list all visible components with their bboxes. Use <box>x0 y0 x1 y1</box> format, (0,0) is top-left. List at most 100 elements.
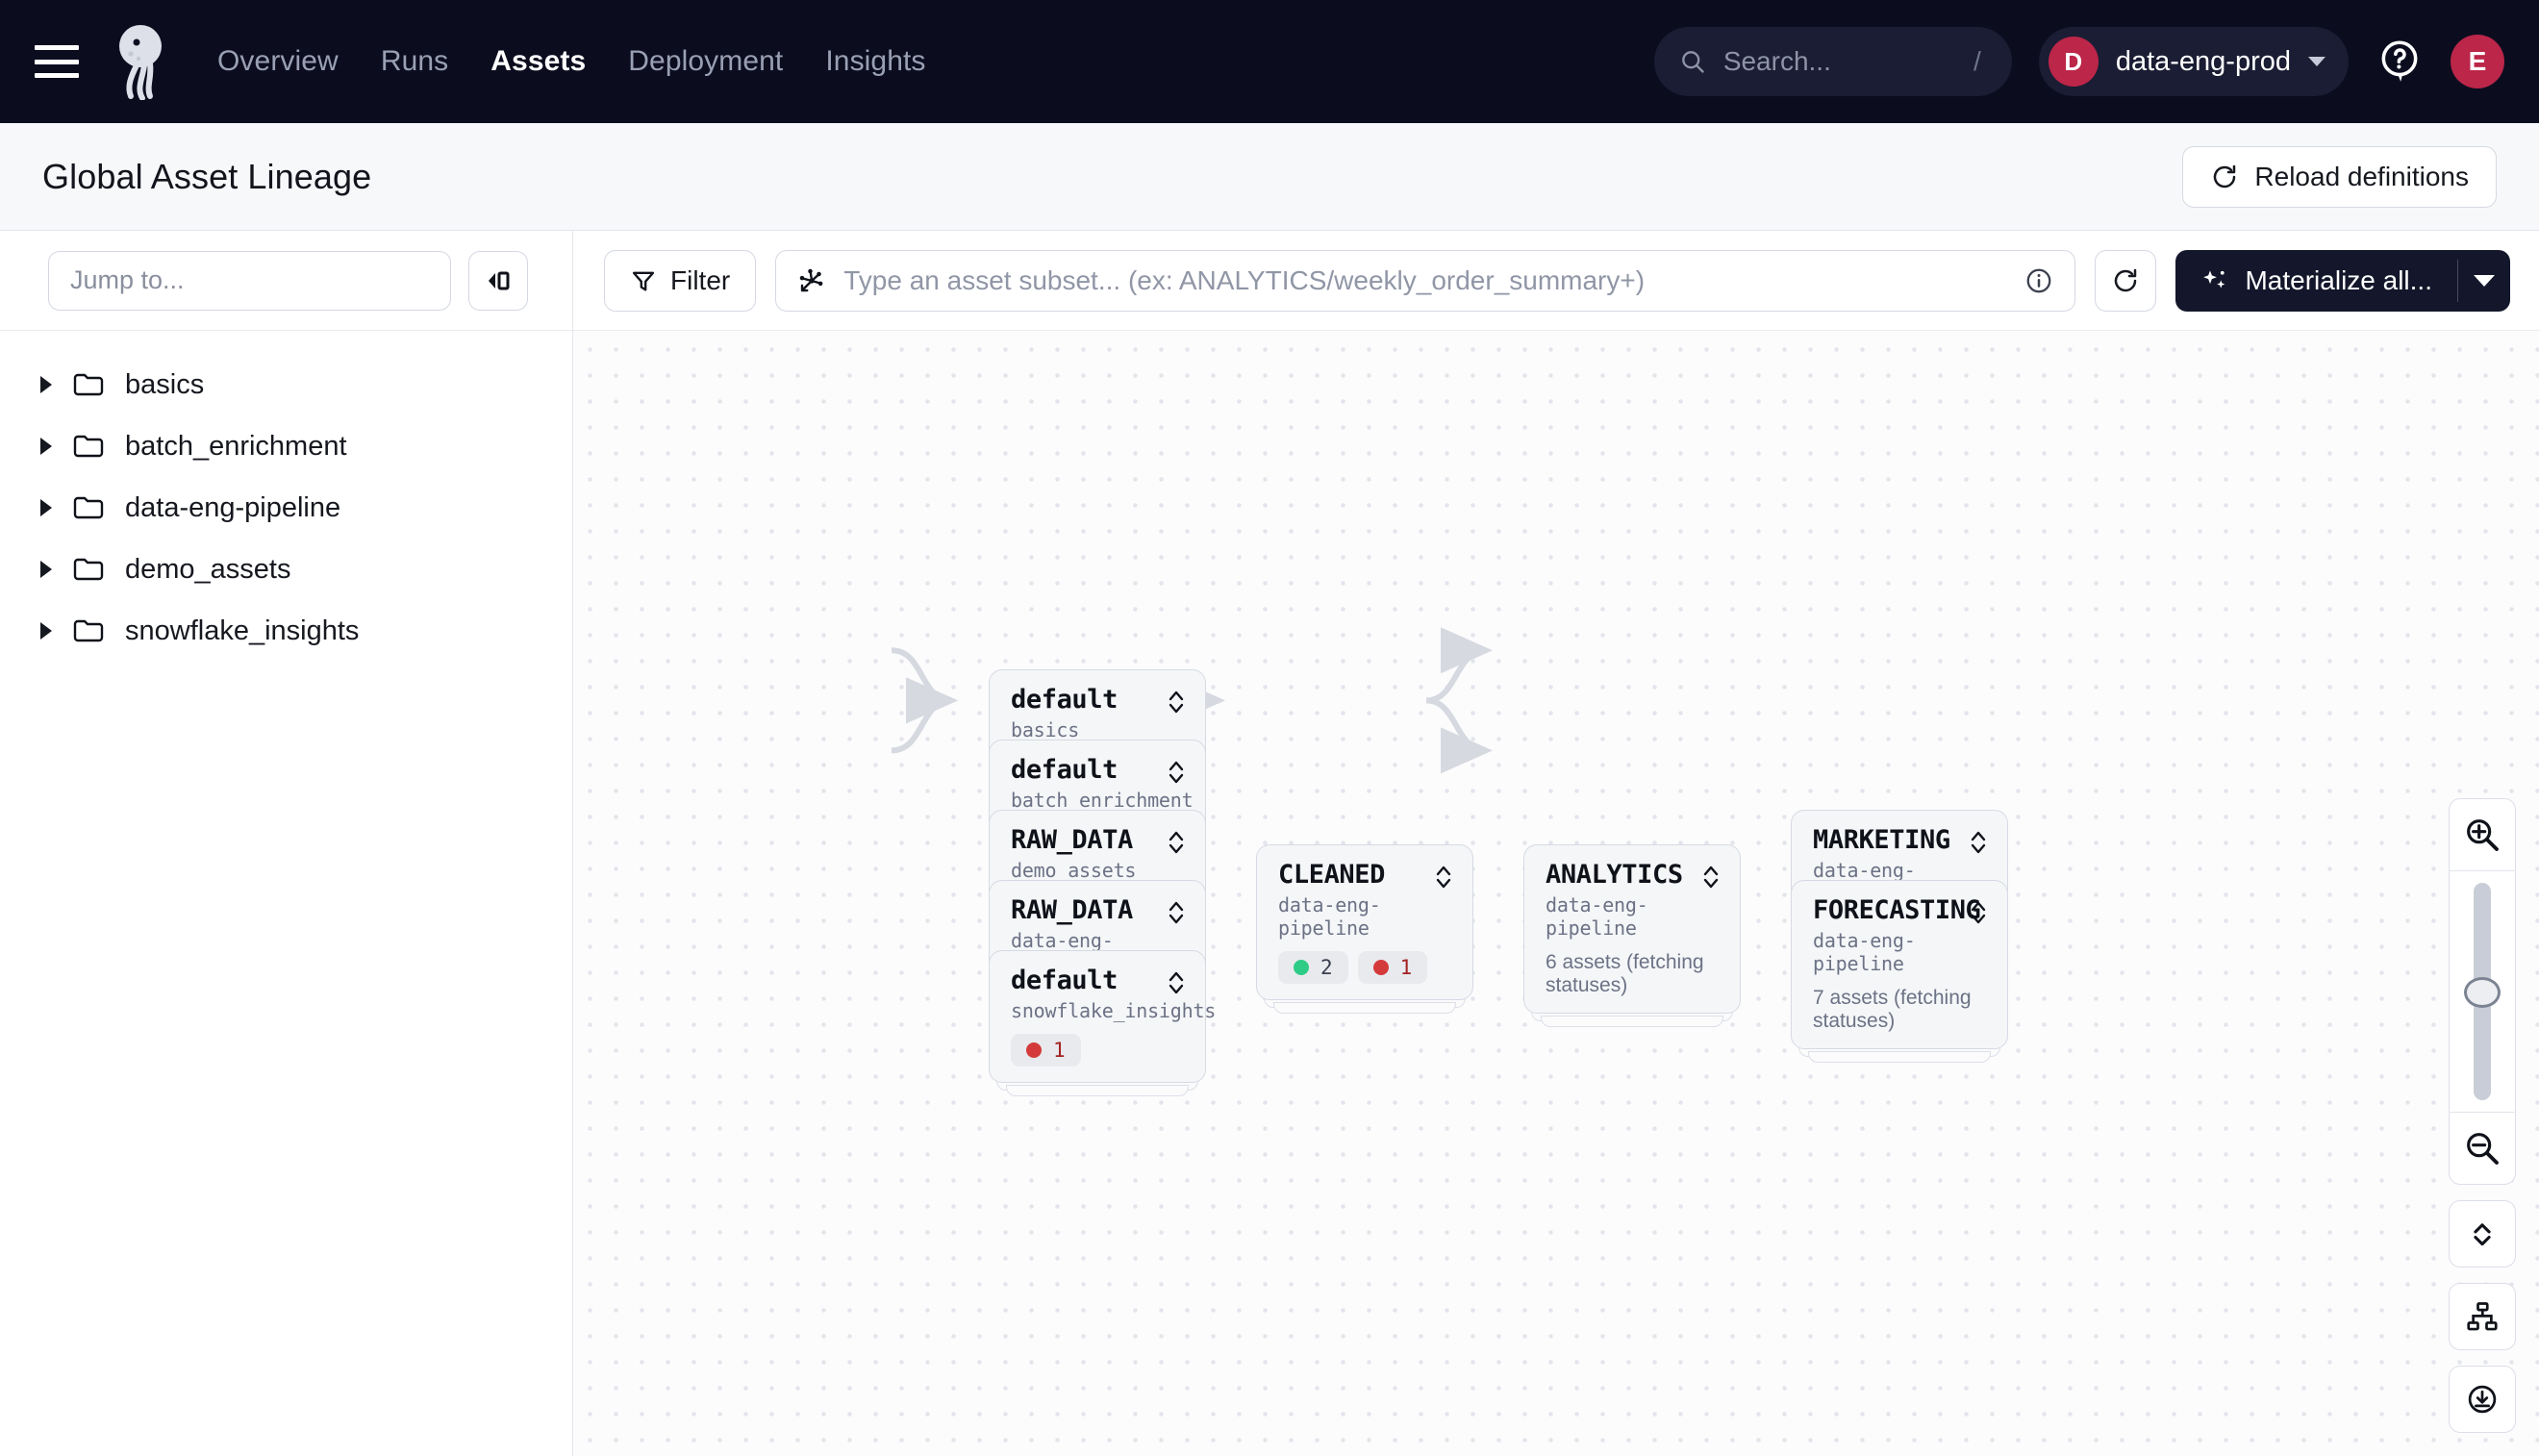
status-dot-failure <box>1372 960 1389 976</box>
expand-collapse-icon[interactable] <box>1167 898 1186 927</box>
reload-definitions-button[interactable]: Reload definitions <box>2182 145 2497 208</box>
asset-group-card[interactable]: default snowflake_insights 1 <box>989 950 1217 1084</box>
materialize-all-button-group[interactable]: Materialize all... <box>2175 249 2510 312</box>
sidebar-item-label: data-eng-pipeline <box>125 491 341 523</box>
search-placeholder: Search... <box>1722 46 1831 76</box>
node-title: CLEANED <box>1278 860 1385 890</box>
zoom-out-button[interactable] <box>2449 1113 2516 1184</box>
status-badge-failure[interactable]: 1 <box>1011 1034 1081 1067</box>
download-icon <box>2468 1385 2497 1414</box>
asset-group-node[interactable]: ANALYTICS data-eng-pipeline 6 assets (fe… <box>1523 844 1741 1028</box>
status-count: 2 <box>1320 956 1333 980</box>
download-graph-button[interactable] <box>2449 1366 2516 1433</box>
collapse-sidebar-button[interactable] <box>468 250 528 311</box>
layout-direction-button[interactable] <box>2449 1283 2516 1350</box>
nav-link-deployment[interactable]: Deployment <box>628 45 784 77</box>
deployment-name: data-eng-prod <box>2115 45 2291 77</box>
zoom-slider-thumb[interactable] <box>2464 977 2501 1008</box>
node-subtitle: snowflake_insights <box>1011 999 1217 1023</box>
folder-icon <box>73 619 104 642</box>
nav-link-insights[interactable]: Insights <box>825 45 926 77</box>
chevron-right-icon[interactable] <box>40 438 52 455</box>
nav-link-overview[interactable]: Overview <box>217 45 339 77</box>
top-nav-right-cluster: Search... / D data-eng-prod E <box>1653 27 2504 96</box>
caret-down-icon <box>2474 274 2495 287</box>
expand-collapse-icon[interactable] <box>1434 863 1453 891</box>
node-sheet <box>1541 1016 1723 1028</box>
folder-icon <box>73 435 104 458</box>
asset-subset-input[interactable]: Type an asset subset... (ex: ANALYTICS/w… <box>775 249 2076 312</box>
asset-group-card[interactable]: ANALYTICS data-eng-pipeline 6 assets (fe… <box>1523 844 1741 1015</box>
node-title: RAW_DATA <box>1011 895 1133 925</box>
expand-collapse-icon[interactable] <box>1167 758 1186 787</box>
node-subtitle: data-eng-pipeline <box>1813 929 1916 976</box>
sidebar-item-snowflake-insights[interactable]: snowflake_insights <box>0 600 572 662</box>
sidebar-item-batch-enrichment[interactable]: batch_enrichment <box>0 415 572 477</box>
chevron-right-icon[interactable] <box>40 561 52 578</box>
lineage-canvas[interactable]: default basics 3 <box>573 331 2539 1456</box>
search-icon <box>1681 51 1704 73</box>
asset-group-node[interactable]: CLEANED data-eng-pipeline 2 1 <box>1256 844 1473 1015</box>
chevron-right-icon[interactable] <box>40 499 52 516</box>
node-subtitle: data-eng-pipeline <box>1278 893 1381 941</box>
refresh-icon <box>2115 268 2137 291</box>
asset-group-node[interactable]: FORECASTING data-eng-pipeline 7 assets (… <box>1791 880 2008 1064</box>
node-subtitle: data-eng-pipeline <box>1546 893 1648 941</box>
expand-collapse-icon[interactable] <box>1969 828 1988 857</box>
user-avatar[interactable]: E <box>2451 35 2504 88</box>
filter-icon <box>632 271 655 290</box>
sidebar-item-data-eng-pipeline[interactable]: data-eng-pipeline <box>0 477 572 539</box>
node-title: default <box>1011 966 1118 995</box>
question-circle-icon[interactable] <box>2376 38 2424 86</box>
asset-group-card[interactable]: CLEANED data-eng-pipeline 2 1 <box>1256 844 1473 1001</box>
nav-links: Overview Runs Assets Deployment Insights <box>217 45 926 78</box>
materialize-dropdown-button[interactable] <box>2458 250 2510 312</box>
status-badge-failure[interactable]: 1 <box>1357 951 1428 985</box>
search-shortcut: / <box>1973 46 1981 76</box>
expand-collapse-icon[interactable] <box>1167 968 1186 997</box>
node-title: default <box>1011 755 1118 785</box>
node-sheet <box>1006 1085 1189 1097</box>
status-badge-success[interactable]: 2 <box>1278 951 1348 985</box>
asset-group-card[interactable]: FORECASTING data-eng-pipeline 7 assets (… <box>1791 880 2008 1050</box>
expand-collapse-icon[interactable] <box>1167 688 1186 716</box>
refresh-graph-button[interactable] <box>2095 249 2157 312</box>
jump-to-input[interactable] <box>48 250 451 311</box>
hamburger-menu-icon[interactable] <box>35 45 79 78</box>
top-navigation-bar: Overview Runs Assets Deployment Insights… <box>0 0 2539 123</box>
node-title: RAW_DATA <box>1011 825 1133 855</box>
edge-demo-raw-data-to-cleaned <box>891 647 958 724</box>
expand-collapse-icon[interactable] <box>1167 828 1186 857</box>
asset-group-node[interactable]: default snowflake_insights 1 <box>989 950 1217 1097</box>
dagster-logo[interactable] <box>108 23 177 101</box>
nav-link-runs[interactable]: Runs <box>380 45 449 77</box>
expand-collapse-icon <box>2474 1223 2491 1246</box>
global-search-input[interactable]: Search... / <box>1653 27 2012 96</box>
status-count: 1 <box>1399 956 1413 980</box>
sidebar-item-basics[interactable]: basics <box>0 354 572 415</box>
expand-collapse-all-button[interactable] <box>2449 1200 2516 1268</box>
chevron-right-icon[interactable] <box>40 622 52 640</box>
collapse-sidebar-icon <box>489 271 510 289</box>
status-dot-success <box>1294 960 1309 976</box>
nav-link-assets[interactable]: Assets <box>490 45 587 77</box>
lineage-graph-pane: Filter <box>573 231 2539 1456</box>
filter-button[interactable]: Filter <box>604 249 757 312</box>
expand-collapse-icon[interactable] <box>1701 863 1721 891</box>
folder-icon <box>73 496 104 519</box>
zoom-slider[interactable] <box>2449 871 2516 1112</box>
node-status-badges: 2 1 <box>1278 951 1453 985</box>
expand-collapse-icon[interactable] <box>1969 898 1988 927</box>
zoom-in-button[interactable] <box>2449 799 2516 870</box>
folder-icon <box>73 558 104 581</box>
asset-group-list: basics batch_enrichment data-eng-pipelin… <box>0 331 572 662</box>
sidebar-item-demo-assets[interactable]: demo_assets <box>0 539 572 600</box>
node-status-badges: 1 <box>1011 1034 1186 1067</box>
page-header: Global Asset Lineage Reload definitions <box>0 123 2539 231</box>
materialize-all-label: Materialize all... <box>2245 264 2432 295</box>
sidebar-item-label: snowflake_insights <box>125 615 360 646</box>
materialize-all-button[interactable]: Materialize all... <box>2175 250 2457 312</box>
chevron-right-icon[interactable] <box>40 376 52 393</box>
info-circle-icon[interactable] <box>2024 266 2053 295</box>
deployment-switcher[interactable]: D data-eng-prod <box>2038 27 2349 96</box>
